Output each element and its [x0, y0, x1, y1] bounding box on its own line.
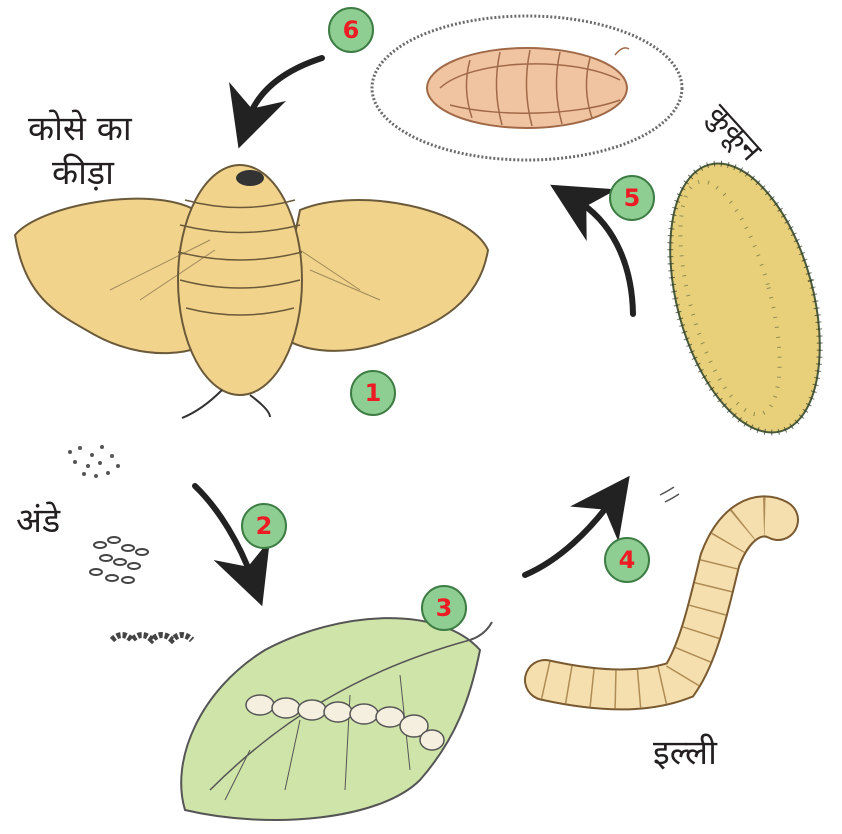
arrow-6-to-1 [248, 58, 322, 120]
step-badge-4: 4 [604, 537, 650, 583]
cocoon-illustration [644, 147, 842, 449]
step-badge-2: 2 [241, 503, 287, 549]
moth-illustration [15, 165, 488, 418]
eggs-illustration [68, 445, 192, 640]
step-badge-5: 5 [609, 175, 655, 221]
larva-label: इल्ली [653, 736, 717, 770]
step-badge-1: 1 [350, 370, 396, 416]
step-badge-6: 6 [328, 7, 374, 53]
moth-label-line2: कीड़ा [52, 156, 114, 190]
leaf-illustration [181, 618, 492, 820]
larva-illustration [545, 487, 778, 689]
moth-label-line1: कोसे का [28, 112, 132, 146]
pupa-illustration [372, 16, 682, 160]
eggs-label: अंडे [16, 504, 60, 538]
arrow-3-to-4 [525, 500, 612, 575]
step-badge-3: 3 [421, 585, 467, 631]
